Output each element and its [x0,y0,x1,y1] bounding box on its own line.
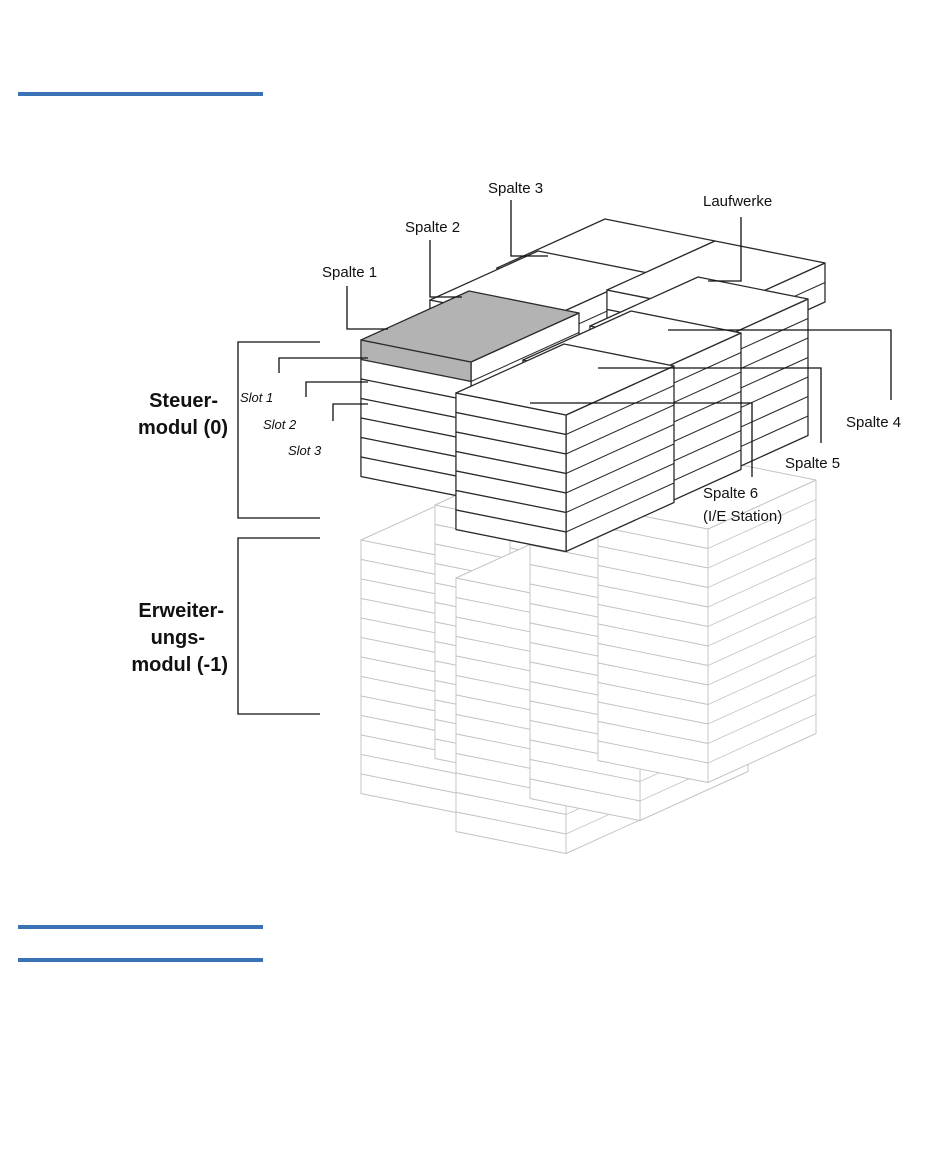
control-module-label-line1: Steuer- [149,390,218,412]
spalte1-leader [347,286,388,329]
control-module-label-line2: modul (0) [138,417,228,439]
spalte5-label: Spalte 5 [785,455,840,472]
laufwerke-label: Laufwerke [703,193,772,210]
spalte2-label: Spalte 2 [405,219,460,236]
expansion-module-label-line1: Erweiter- [138,600,224,622]
ghost-column-4-side [708,480,816,783]
spalte1-label: Spalte 1 [322,264,377,281]
slot2-leader [306,382,368,397]
slot-labels: Slot 1 Slot 2 Slot 3 [240,390,322,458]
spalte6-sublabel: (I/E Station) [703,508,782,525]
expansion-module-label-line2: ungs- [151,627,205,649]
slot1-leader [279,358,368,373]
slot2-label: Slot 2 [263,417,297,432]
spalte4-label: Spalte 4 [846,414,901,431]
spalte6-label: Spalte 6 [703,485,758,502]
slot3-label: Slot 3 [288,443,322,458]
slot1-label: Slot 1 [240,390,273,405]
expansion-module-bracket [238,538,320,714]
module-labels: Steuer- modul (0) Erweiter- ungs- modul … [131,390,228,676]
expansion-module-label-line3: modul (-1) [131,654,228,676]
spalte3-label: Spalte 3 [488,180,543,197]
